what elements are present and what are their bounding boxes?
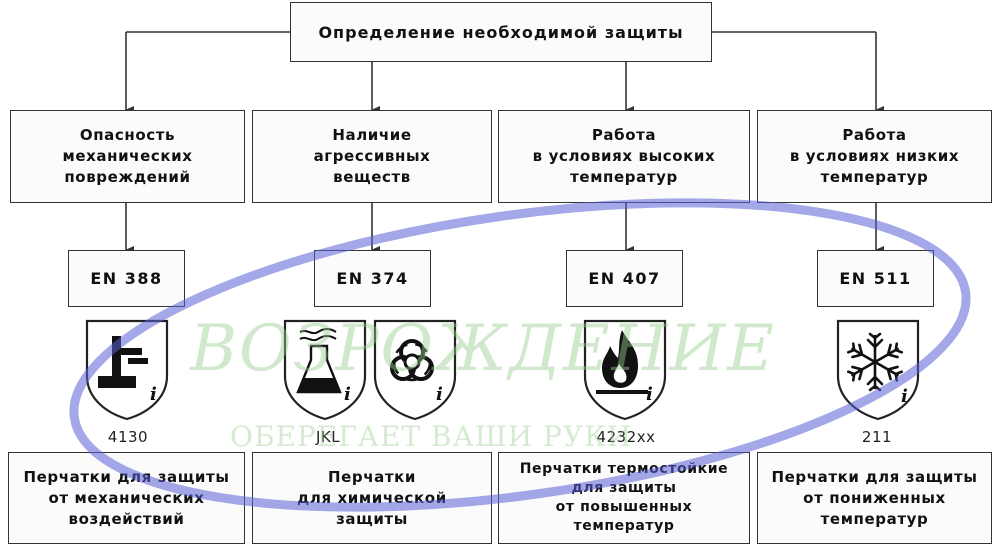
- mechanical-hazard-icon: i: [85, 319, 169, 421]
- performance-code-en407: 4232xx: [596, 428, 656, 446]
- hazard-label: Опасность механических повреждений: [62, 126, 193, 186]
- hazard-label: Работа в условиях высоких температур: [532, 126, 716, 186]
- hazard-box-mechanical: Опасность механических повреждений: [10, 110, 245, 203]
- svg-text:i: i: [344, 384, 351, 405]
- standard-box-en374: EN 374: [314, 250, 431, 307]
- standard-label: EN 407: [588, 269, 661, 288]
- svg-text:i: i: [646, 384, 653, 405]
- standard-box-en388: EN 388: [68, 250, 185, 307]
- biohazard-icon: i: [373, 319, 457, 421]
- performance-code-en374: JKL: [315, 428, 341, 446]
- svg-text:i: i: [150, 384, 157, 405]
- result-label: Перчатки для защиты от пониженных темпер…: [771, 467, 978, 528]
- result-label: Перчатки термостойкие для защиты от повы…: [519, 461, 729, 534]
- result-box-low-temperature: Перчатки для защиты от пониженных темпер…: [757, 452, 992, 544]
- flame-icon: i: [583, 319, 667, 421]
- result-label: Перчатки для химической защиты: [297, 467, 447, 528]
- snowflake-icon: i: [836, 319, 920, 421]
- result-box-mechanical: Перчатки для защиты от механических возд…: [8, 452, 245, 544]
- result-box-chemical: Перчатки для химической защиты: [252, 452, 492, 544]
- diagram-title: Определение необходимой защиты: [318, 22, 684, 42]
- svg-text:i: i: [901, 386, 908, 407]
- hazard-label: Работа в условиях низких температур: [789, 126, 960, 186]
- performance-code-en511: 211: [861, 428, 893, 446]
- hazard-box-chemical: Наличие агрессивных веществ: [252, 110, 492, 203]
- standard-label: EN 388: [90, 269, 163, 288]
- chemical-flask-icon: i: [283, 319, 367, 421]
- standard-box-en511: EN 511: [817, 250, 934, 307]
- standard-box-en407: EN 407: [566, 250, 683, 307]
- hazard-box-low-temperature: Работа в условиях низких температур: [757, 110, 992, 203]
- result-box-high-temperature: Перчатки термостойкие для защиты от повы…: [498, 452, 750, 544]
- standard-label: EN 374: [336, 269, 409, 288]
- top-title-box: Определение необходимой защиты: [290, 2, 712, 62]
- result-label: Перчатки для защиты от механических возд…: [23, 467, 230, 528]
- hazard-label: Наличие агрессивных веществ: [313, 126, 431, 186]
- standard-label: EN 511: [839, 269, 912, 288]
- performance-code-en388: 4130: [107, 428, 149, 446]
- svg-text:i: i: [436, 384, 443, 405]
- hazard-box-high-temperature: Работа в условиях высоких температур: [498, 110, 750, 203]
